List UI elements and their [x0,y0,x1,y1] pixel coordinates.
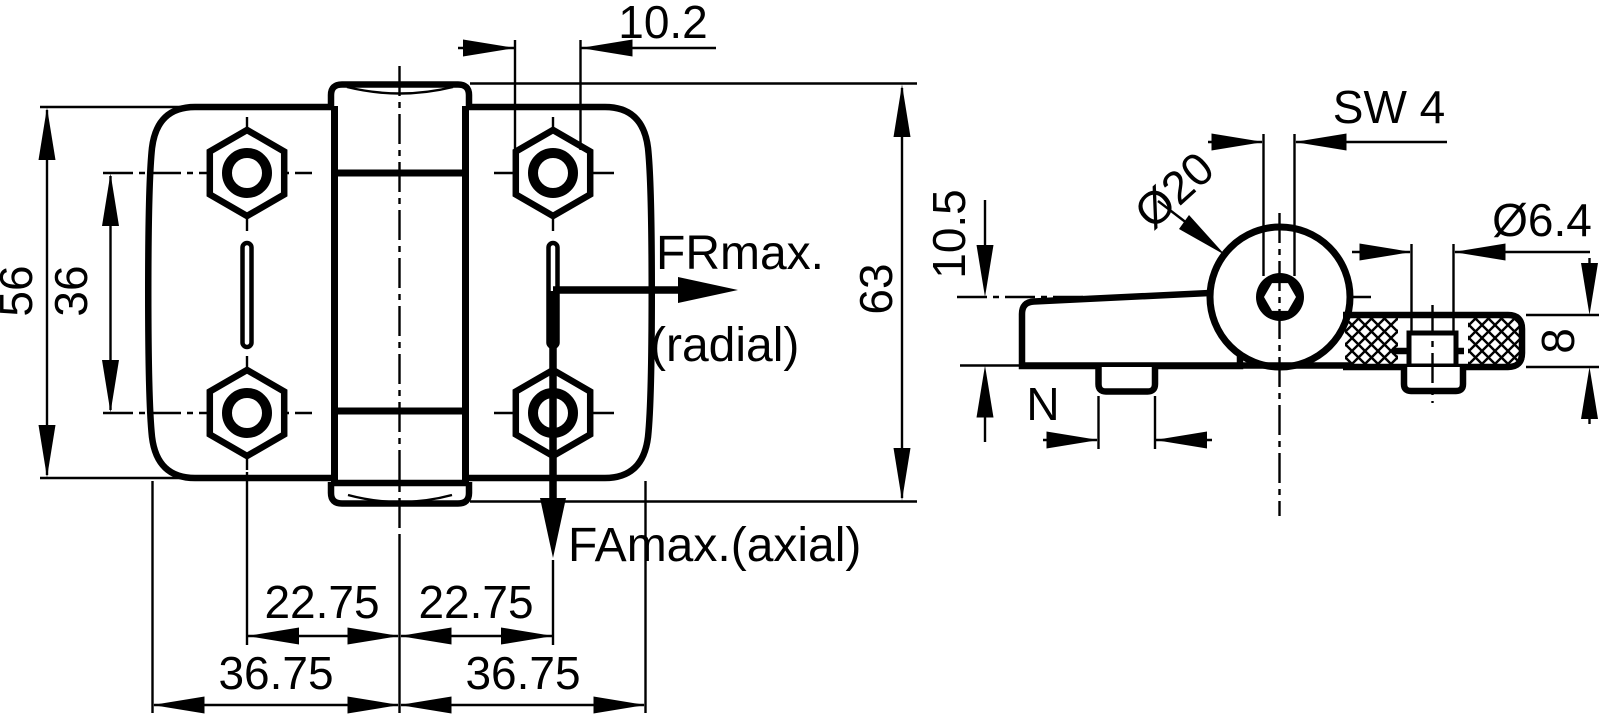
dim-8-label: 8 [1532,328,1584,354]
dim-dia20-label: Ø20 [1124,142,1223,239]
front-view: 56 36 10.2 63 [0,0,917,714]
slot-left [240,240,254,350]
dimension-36-75-pair: 36.75 36.75 [152,647,646,714]
dimension-36: 36 [45,173,119,413]
dimension-dia20: Ø20 [1124,142,1225,255]
dim-56-label: 56 [0,265,42,316]
dim-36-75-right-label: 36.75 [465,647,580,699]
dimension-10-5: 10.5 [923,189,1024,442]
dim-sw4-label: SW 4 [1333,81,1445,133]
dim-n-label: N [1026,378,1059,430]
dim-dia6-4-label: Ø6.4 [1492,194,1592,246]
dimension-n: N [1026,378,1212,449]
dim-10-2-label: 10.2 [618,0,708,48]
dim-10-5-label: 10.5 [923,189,975,279]
hex-nut-top-left [206,126,288,220]
force-radial-arrow: FRmax. (radial) [553,227,824,372]
dimension-dia6-4: Ø6.4 [1352,194,1592,333]
force-radial-note: (radial) [650,319,799,372]
side-right-leaf-section [1343,305,1526,403]
force-radial-label: FRmax. [656,227,824,280]
dimension-sw4: SW 4 [1208,81,1447,276]
side-left-tab [1095,367,1159,395]
dim-63-label: 63 [850,263,902,314]
side-view: 10.5 SW 4 Ø20 Ø6.4 [923,81,1599,516]
dimension-22-75-pair: 22.75 22.75 [151,472,647,713]
dimension-56: 56 [0,105,196,480]
dimension-10-2: 10.2 [458,0,716,150]
hex-nut-bottom-left [206,366,288,460]
force-axial-arrow: FAmax.(axial) [540,291,861,572]
dim-22-75-left-label: 22.75 [264,576,379,628]
hex-nut-top-right [512,126,594,220]
dim-36-label: 36 [45,265,97,316]
dim-22-75-right-label: 22.75 [418,576,533,628]
dim-36-75-left-label: 36.75 [218,647,333,699]
force-axial-label: FAmax.(axial) [568,519,861,572]
dimension-8: 8 [1526,258,1599,424]
